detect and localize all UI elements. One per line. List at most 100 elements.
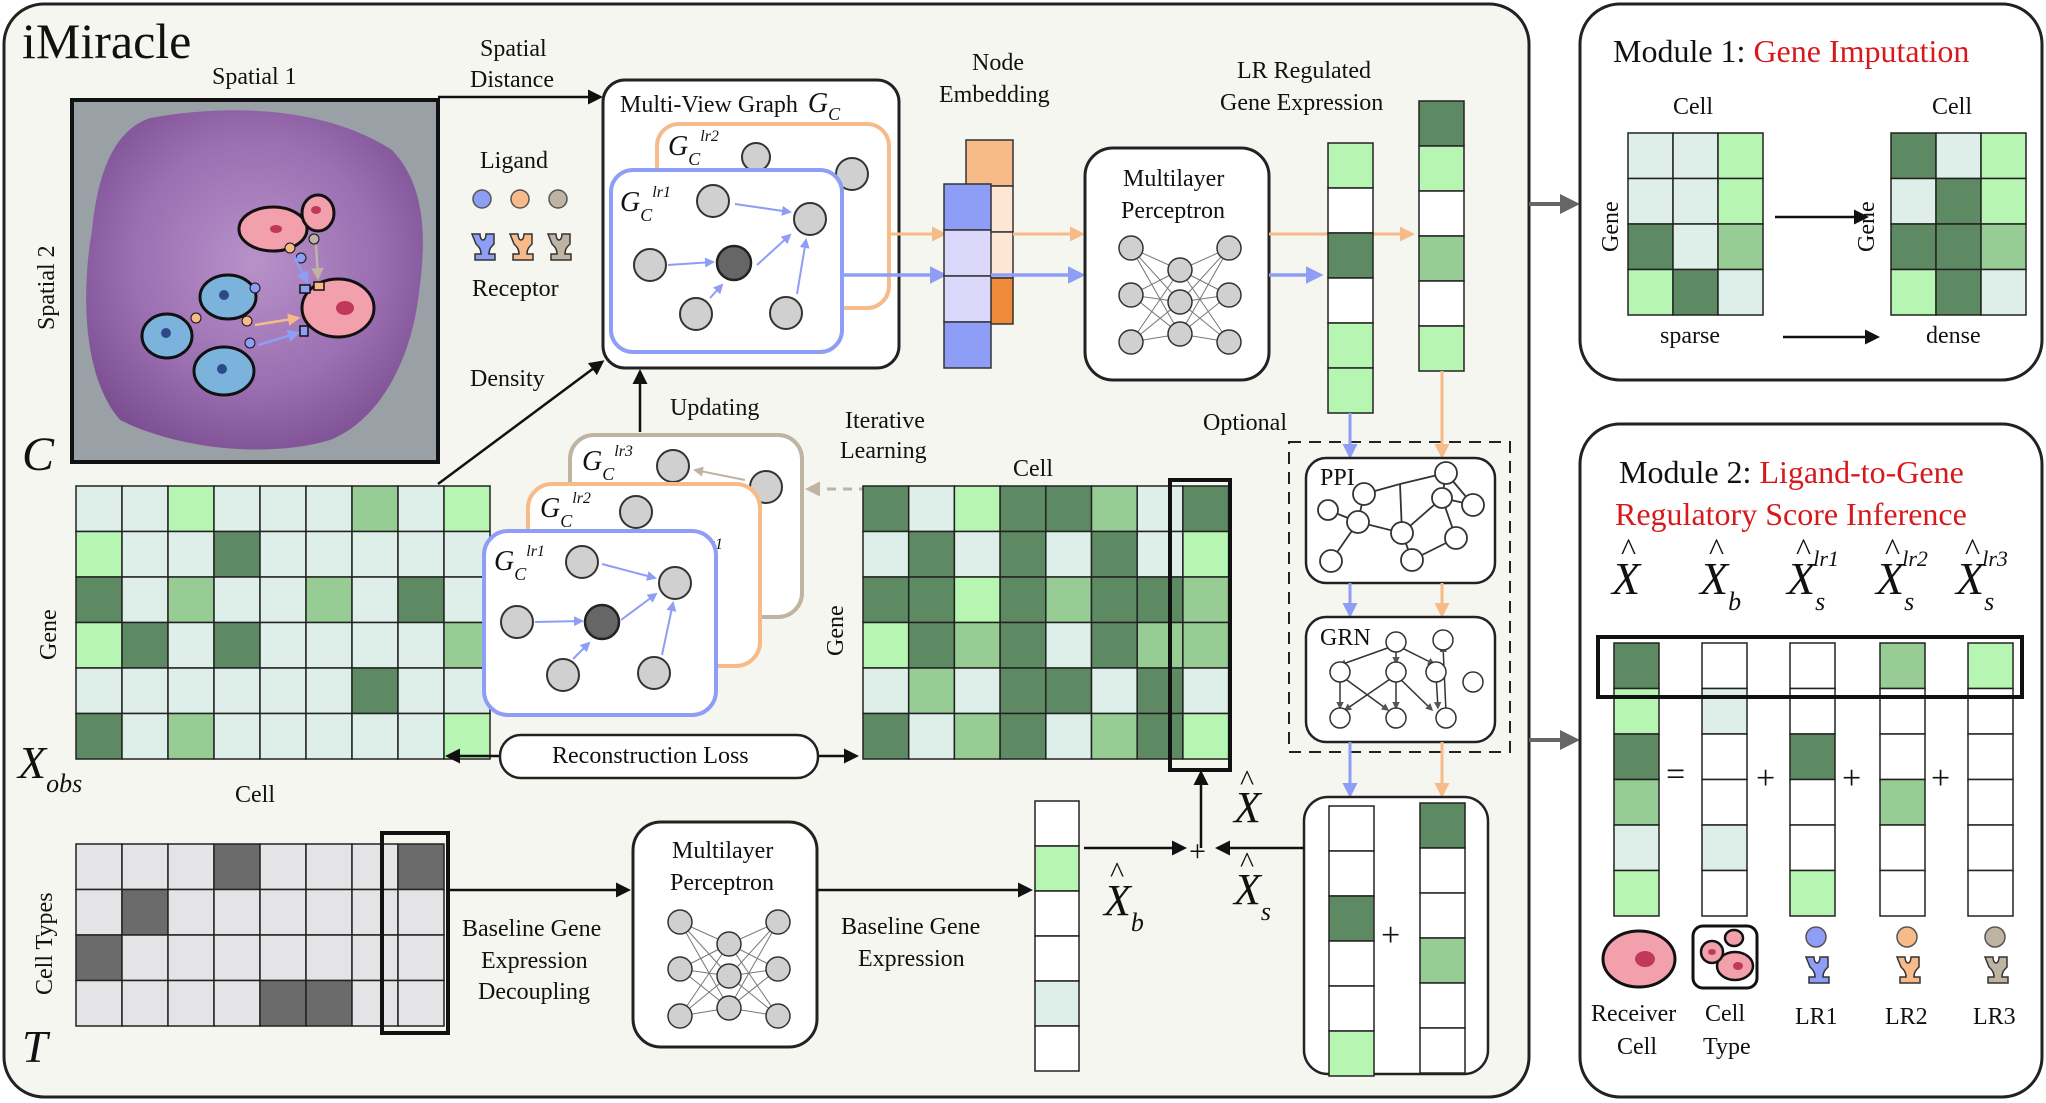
cell-type-label-line1: Cell bbox=[1705, 1001, 1745, 1027]
optional-dashed-box bbox=[1288, 441, 1511, 753]
c-symbol: C bbox=[22, 428, 55, 481]
spatial-distance-line1: Spatial bbox=[480, 36, 547, 62]
x-obs-matrix bbox=[75, 485, 491, 760]
lr-expression-blue-column bbox=[1327, 142, 1374, 414]
baseline-expression-line1: Baseline Gene bbox=[841, 914, 980, 940]
svg-text:Xb: Xb bbox=[1698, 553, 1741, 616]
xhat-s-symbol: Xs bbox=[1232, 865, 1271, 926]
ligand-legend-label: Ligand bbox=[480, 148, 548, 174]
spatial1-label: Spatial 1 bbox=[212, 64, 297, 90]
module1-title: Module 1: Gene Imputation bbox=[1613, 33, 1969, 69]
svg-text:^: ^ bbox=[1621, 531, 1636, 567]
graph-lr1-label: GClr1 bbox=[620, 184, 671, 225]
receptor-icon-2 bbox=[508, 233, 534, 261]
mlp-bottom-line1: Multilayer bbox=[672, 838, 773, 864]
cell-types-label: Cell Types bbox=[32, 892, 58, 995]
xhat-hat: ^ bbox=[1240, 764, 1254, 797]
svg-text:^: ^ bbox=[1885, 531, 1900, 567]
decoupling-line2: Expression bbox=[481, 948, 588, 974]
density-label: Density bbox=[470, 366, 545, 392]
t-symbol: T bbox=[22, 1021, 51, 1072]
xhat-matrix-cell-label: Cell bbox=[1013, 456, 1053, 482]
main-title: iMiracle bbox=[22, 13, 191, 69]
module1-sparse-label: sparse bbox=[1660, 323, 1720, 349]
cell-type-matrix bbox=[75, 843, 445, 1027]
receptor-icon-1 bbox=[470, 233, 496, 261]
mlp-bottom-line2: Perceptron bbox=[670, 870, 774, 896]
decoupling-line3: Decoupling bbox=[478, 979, 590, 1005]
stack-graph-lr3-label: GClr3 bbox=[582, 443, 633, 484]
ligand-dot-3 bbox=[548, 189, 568, 209]
cell-type-icon bbox=[1691, 924, 1759, 990]
module1-sparse-gene-label: Gene bbox=[1598, 201, 1624, 252]
mlp-top-line2: Perceptron bbox=[1121, 198, 1225, 224]
lr-expression-line1: LR Regulated bbox=[1237, 58, 1371, 84]
module2-title-line2: Regulatory Score Inference bbox=[1615, 496, 1967, 532]
node-embedding-line1: Node bbox=[972, 50, 1024, 76]
graph-lr1-nodes bbox=[633, 184, 827, 331]
ppi-label: PPI bbox=[1320, 465, 1355, 491]
receiver-label-line1: Receiver bbox=[1591, 1001, 1676, 1027]
spatial2-label: Spatial 2 bbox=[34, 245, 60, 330]
mlp-bottom-network bbox=[667, 909, 791, 1029]
module1-sparse-cell-label: Cell bbox=[1673, 94, 1713, 120]
lr3-label: LR3 bbox=[1973, 1004, 2016, 1030]
cell-type-label-line2: Type bbox=[1703, 1034, 1751, 1060]
updating-label: Updating bbox=[670, 395, 759, 421]
module2-equals: = bbox=[1666, 756, 1685, 793]
module1-sparse-matrix bbox=[1627, 132, 1764, 316]
lr2-icon bbox=[1895, 926, 1921, 984]
xhat-symbol: X bbox=[1232, 783, 1263, 832]
node-embedding-line2: Embedding bbox=[939, 82, 1050, 108]
grn-network bbox=[1329, 629, 1484, 729]
module2-highlight-row bbox=[1596, 635, 2024, 699]
module1-dense-matrix bbox=[1890, 132, 2027, 316]
reconstruction-loss-pill bbox=[498, 733, 820, 780]
module2-plus-3: + bbox=[1931, 760, 1950, 797]
xs-orange-column bbox=[1419, 802, 1466, 1074]
stack-graph-lr2-label: GClr2 bbox=[540, 490, 591, 531]
svg-text:Xslr3: Xslr3 bbox=[1954, 546, 2008, 616]
mlp-top-network bbox=[1118, 235, 1242, 355]
reconstruction-loss-label: Reconstruction Loss bbox=[552, 743, 749, 769]
xs-plus: + bbox=[1381, 917, 1400, 954]
sum-plus: + bbox=[1189, 835, 1206, 868]
density-arrow bbox=[437, 360, 605, 486]
xhat-s-hat: ^ bbox=[1240, 846, 1254, 879]
xb-column bbox=[1034, 800, 1080, 1072]
module1-dense-gene-label: Gene bbox=[1854, 201, 1880, 252]
lr-expression-orange-column bbox=[1418, 100, 1465, 372]
xhat-b-hat: ^ bbox=[1110, 856, 1124, 889]
iterative-line2: Learning bbox=[840, 438, 927, 464]
xs-blue-column bbox=[1328, 805, 1375, 1077]
receptor-legend-label: Receptor bbox=[472, 276, 559, 302]
graph-lr2-label: GClr2 bbox=[668, 128, 719, 169]
svg-text:Xslr1: Xslr1 bbox=[1785, 546, 1839, 616]
module2-plus-1: + bbox=[1756, 760, 1775, 797]
mlp-top-line1: Multilayer bbox=[1123, 166, 1224, 192]
x-obs-cell-label: Cell bbox=[235, 782, 275, 808]
x-obs-symbol: Xobs bbox=[16, 737, 82, 798]
lr3-icon bbox=[1983, 926, 2009, 984]
grn-label: GRN bbox=[1320, 625, 1371, 651]
ligand-dot-1 bbox=[472, 189, 492, 209]
module1-dense-label: dense bbox=[1926, 323, 1981, 349]
node-embedding-columns bbox=[943, 139, 1014, 369]
optional-label: Optional bbox=[1203, 410, 1287, 436]
module2-title-line1: Module 2: Ligand-to-Gene bbox=[1619, 454, 1964, 490]
ligand-dot-2 bbox=[510, 189, 530, 209]
module2-columns bbox=[1613, 642, 2014, 917]
receiver-label-line2: Cell bbox=[1617, 1034, 1657, 1060]
baseline-expression-line2: Expression bbox=[858, 946, 965, 972]
ppi-network bbox=[1317, 461, 1485, 573]
lr1-label: LR1 bbox=[1795, 1004, 1838, 1030]
module2-symbols: X ^ Xb ^ Xslr1 ^ Xslr2 ^ Xslr3 ^ bbox=[1610, 531, 2008, 616]
module2-plus-2: + bbox=[1842, 760, 1861, 797]
xhat-b-symbol: Xb bbox=[1102, 876, 1144, 937]
svg-text:^: ^ bbox=[1965, 531, 1980, 567]
stack-graph-lr1-nodes bbox=[500, 545, 692, 692]
lr2-label: LR2 bbox=[1885, 1004, 1928, 1030]
xhat-matrix bbox=[862, 485, 1230, 760]
